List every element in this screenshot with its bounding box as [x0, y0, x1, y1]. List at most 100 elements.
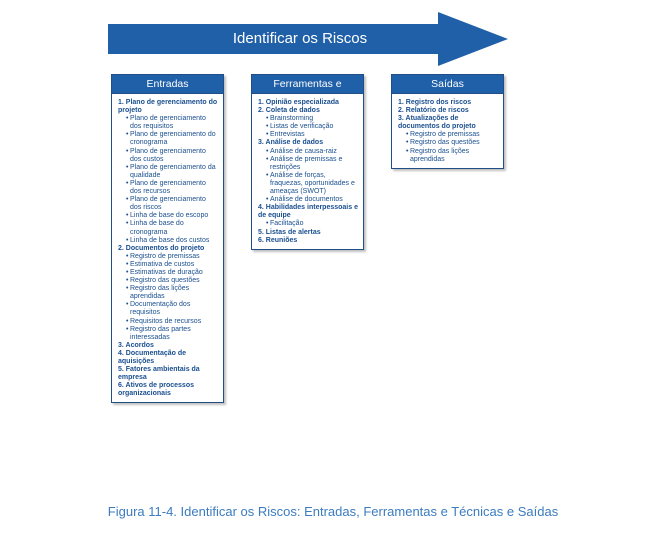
- process-title: Identificar os Riscos: [232, 30, 368, 47]
- bullet-icon: •: [266, 115, 269, 123]
- bullet-icon: •: [126, 163, 129, 171]
- list-text: Documentação dos requisitos: [130, 301, 191, 317]
- list-subitem: •Análise de forças, fraquezas, oportunid…: [258, 172, 359, 196]
- bullet-icon: •: [266, 171, 269, 179]
- bullet-icon: •: [126, 252, 129, 260]
- inputs-header: Entradas: [112, 75, 223, 94]
- list-text: Análise de premissas e restrições: [270, 155, 343, 171]
- list-text: Entrevistas: [270, 131, 305, 139]
- list-text: Facilitação: [270, 220, 304, 228]
- list-item: 1. Opinião especializada: [258, 99, 359, 107]
- list-subitem: •Requisitos de recursos: [118, 318, 219, 326]
- list-subitem: •Registro de premissas: [398, 131, 499, 139]
- list-item: 5. Fatores ambientais da empresa: [118, 366, 219, 382]
- list-subitem: •Plano de gerenciamento do cronograma: [118, 131, 219, 147]
- list-text: Plano de gerenciamento dos recursos: [130, 179, 206, 196]
- list-item: 6. Ativos de processos organizacionais: [118, 382, 219, 398]
- list-text: Brainstorming: [270, 115, 314, 123]
- bullet-icon: •: [406, 147, 409, 155]
- list-text: 4. Documentação de aquisições: [118, 349, 187, 365]
- list-text: Listas de verificação: [270, 123, 334, 131]
- list-item: 2. Relatório de riscos: [398, 107, 499, 115]
- bullet-icon: •: [266, 155, 269, 163]
- list-text: 3. Acordos: [118, 341, 154, 349]
- list-subitem: •Facilitação: [258, 220, 359, 228]
- bullet-icon: •: [126, 220, 129, 228]
- list-text: 5. Fatores ambientais da empresa: [118, 366, 200, 382]
- list-text: Registro das partes interessadas: [130, 325, 191, 341]
- list-text: Plano de gerenciamento da qualidade: [130, 163, 216, 179]
- list-text: 6. Ativos de processos organizacionais: [118, 382, 194, 398]
- tools-techniques-box: Ferramentas e Técnicas 1. Opinião especi…: [251, 74, 364, 250]
- list-subitem: •Estimativas de duração: [118, 269, 219, 277]
- list-text: Linha de base do escopo: [130, 212, 209, 220]
- list-text: 1. Registro dos riscos: [398, 99, 472, 106]
- bullet-icon: •: [406, 131, 409, 139]
- bullet-icon: •: [126, 285, 129, 293]
- list-text: Linha de base do cronograma: [130, 220, 184, 236]
- list-text: Plano de gerenciamento dos riscos: [130, 196, 206, 212]
- bullet-icon: •: [266, 220, 269, 228]
- list-text: 3. Atualizações de documentos do projeto: [398, 115, 476, 131]
- list-item: 3. Análise de dados: [258, 139, 359, 147]
- list-item: 3. Atualizações de documentos do projeto: [398, 115, 499, 131]
- list-text: 2. Coleta de dados: [258, 107, 320, 115]
- bullet-icon: •: [126, 147, 129, 155]
- list-text: Plano de gerenciamento dos custos: [130, 147, 206, 163]
- bullet-icon: •: [406, 139, 409, 147]
- bullet-icon: •: [266, 147, 269, 155]
- list-text: 6. Reuniões: [258, 236, 298, 244]
- list-item: 4. Documentação de aquisições: [118, 350, 219, 366]
- list-subitem: •Entrevistas: [258, 131, 359, 139]
- list-item: 1. Registro dos riscos: [398, 99, 499, 107]
- list-subitem: •Registro das lições aprendidas: [398, 148, 499, 164]
- bullet-icon: •: [126, 115, 129, 123]
- inputs-list: 1. Plano de gerenciamento do projeto•Pla…: [112, 94, 223, 402]
- list-subitem: •Análise de causa-raiz: [258, 148, 359, 156]
- outputs-header: Saídas: [392, 75, 503, 94]
- bullet-icon: •: [126, 131, 129, 139]
- list-text: Análise de documentos: [270, 196, 343, 204]
- list-text: Plano de gerenciamento do cronograma: [130, 131, 216, 147]
- list-subitem: •Registro das lições aprendidas: [118, 285, 219, 301]
- list-item: 1. Plano de gerenciamento do projeto: [118, 99, 219, 115]
- process-arrow: [108, 12, 508, 66]
- list-text: Análise de causa-raiz: [270, 147, 337, 155]
- list-text: Registro das questões: [130, 277, 200, 285]
- list-subitem: •Plano de gerenciamento dos custos: [118, 148, 219, 164]
- list-subitem: •Linha de base dos custos: [118, 237, 219, 245]
- list-text: Requisitos de recursos: [130, 317, 202, 325]
- list-text: Registro das lições aprendidas: [130, 285, 190, 301]
- list-text: Plano de gerenciamento dos requisitos: [130, 115, 206, 131]
- list-subitem: •Estimativa de custos: [118, 261, 219, 269]
- list-text: Estimativas de duração: [130, 268, 203, 276]
- list-subitem: •Listas de verificação: [258, 123, 359, 131]
- list-subitem: •Registro das questões: [398, 139, 499, 147]
- figure-caption: Figura 11-4. Identificar os Riscos: Entr…: [107, 504, 559, 519]
- list-text: Registro de premissas: [130, 252, 200, 260]
- list-text: Linha de base dos custos: [130, 236, 210, 244]
- list-text: 3. Análise de dados: [258, 139, 324, 147]
- list-text: Registro de premissas: [410, 131, 480, 139]
- list-text: 5. Listas de alertas: [258, 228, 321, 236]
- list-subitem: •Documentação dos requisitos: [118, 301, 219, 317]
- list-text: 1. Plano de gerenciamento do projeto: [118, 99, 218, 115]
- list-text: Análise de forças, fraquezas, oportunida…: [270, 171, 355, 196]
- list-text: Estimativa de custos: [130, 260, 195, 268]
- bullet-icon: •: [126, 212, 129, 220]
- bullet-icon: •: [126, 236, 129, 244]
- bullet-icon: •: [126, 179, 129, 187]
- bullet-icon: •: [266, 123, 269, 131]
- list-subitem: •Brainstorming: [258, 115, 359, 123]
- list-item: 5. Listas de alertas: [258, 229, 359, 237]
- list-subitem: •Registro das partes interessadas: [118, 326, 219, 342]
- list-item: 2. Coleta de dados: [258, 107, 359, 115]
- process-arrow-shape: [108, 12, 508, 66]
- list-text: 4. Habilidades interpessoais e de equipe: [258, 204, 358, 220]
- list-subitem: •Plano de gerenciamento dos riscos: [118, 196, 219, 212]
- list-text: Registro das questões: [410, 139, 480, 147]
- bullet-icon: •: [126, 301, 129, 309]
- list-text: 2. Documentos do projeto: [118, 244, 205, 252]
